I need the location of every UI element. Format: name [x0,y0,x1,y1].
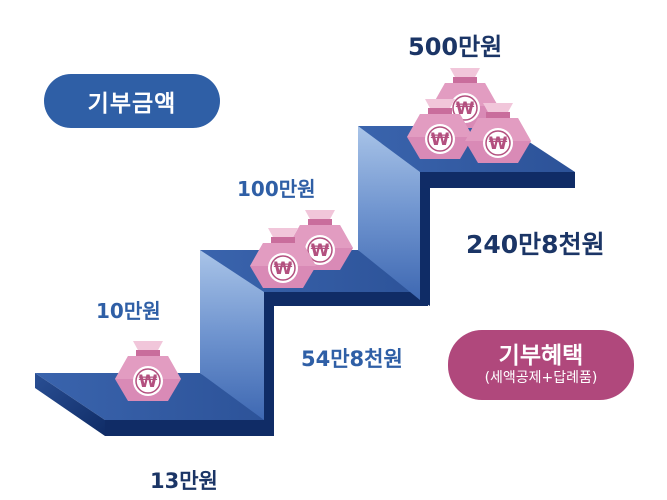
donation-amount-tier-3: 500만원 [408,33,503,61]
donation-amount-tier-2: 100만원 [237,177,316,201]
riser-1 [200,250,264,420]
money-bag-icon [114,340,182,402]
donation-amount-badge: 기부금액 [44,74,220,128]
benefit-amount-tier-3: 240만8천원 [466,230,605,259]
benefit-amount-tier-2: 54만8천원 [301,347,403,371]
riser-2 [358,126,420,300]
donation-benefit-badge-title: 기부혜택 [498,343,584,369]
donation-amount-tier-1: 10만원 [96,299,161,323]
donation-benefit-badge-subtitle: (세액공제+답례품) [484,370,598,386]
donation-benefit-badge: 기부혜택 (세액공제+답례품) [448,330,634,400]
donation-amount-badge-label: 기부금액 [87,91,177,117]
benefit-amount-tier-1: 13만원 [150,469,218,493]
